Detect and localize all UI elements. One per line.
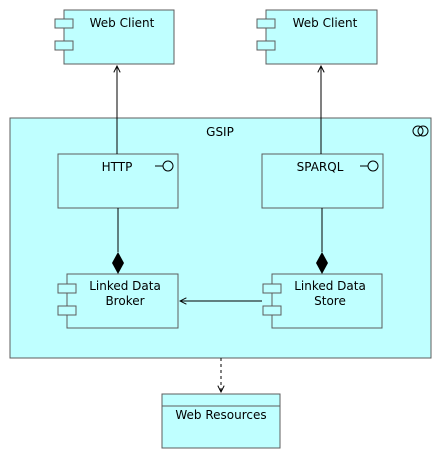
- web-resources-label: Web Resources: [175, 408, 266, 422]
- web-client-right[interactable]: Web Client: [256, 9, 378, 65]
- http-interface[interactable]: HTTP: [57, 153, 179, 209]
- broker-label-line1: Linked Data: [89, 279, 161, 293]
- linked-data-broker[interactable]: Linked Data Broker: [57, 273, 179, 329]
- composition-diamond: [112, 252, 124, 274]
- component-icon: [54, 18, 74, 51]
- gsip-label: GSIP: [206, 125, 234, 139]
- component-icon: [57, 283, 77, 316]
- collaboration-icon: [412, 125, 429, 137]
- component-icon: [256, 18, 276, 51]
- broker-label-line2: Broker: [105, 294, 144, 308]
- web-client-right-label: Web Client: [293, 16, 358, 30]
- composition-diamond: [316, 252, 328, 274]
- store-label-line2: Store: [314, 294, 346, 308]
- web-client-left-label: Web Client: [90, 16, 155, 30]
- sparql-interface[interactable]: SPARQL: [261, 153, 384, 209]
- interface-icon: [360, 160, 379, 172]
- interface-icon: [155, 160, 174, 172]
- web-client-left[interactable]: Web Client: [54, 9, 175, 65]
- http-label: HTTP: [102, 160, 133, 174]
- linked-data-store[interactable]: Linked Data Store: [262, 273, 383, 329]
- component-icon: [262, 283, 282, 316]
- sparql-label: SPARQL: [297, 160, 344, 174]
- store-label-line1: Linked Data: [294, 279, 366, 293]
- web-resources[interactable]: Web Resources: [161, 393, 281, 449]
